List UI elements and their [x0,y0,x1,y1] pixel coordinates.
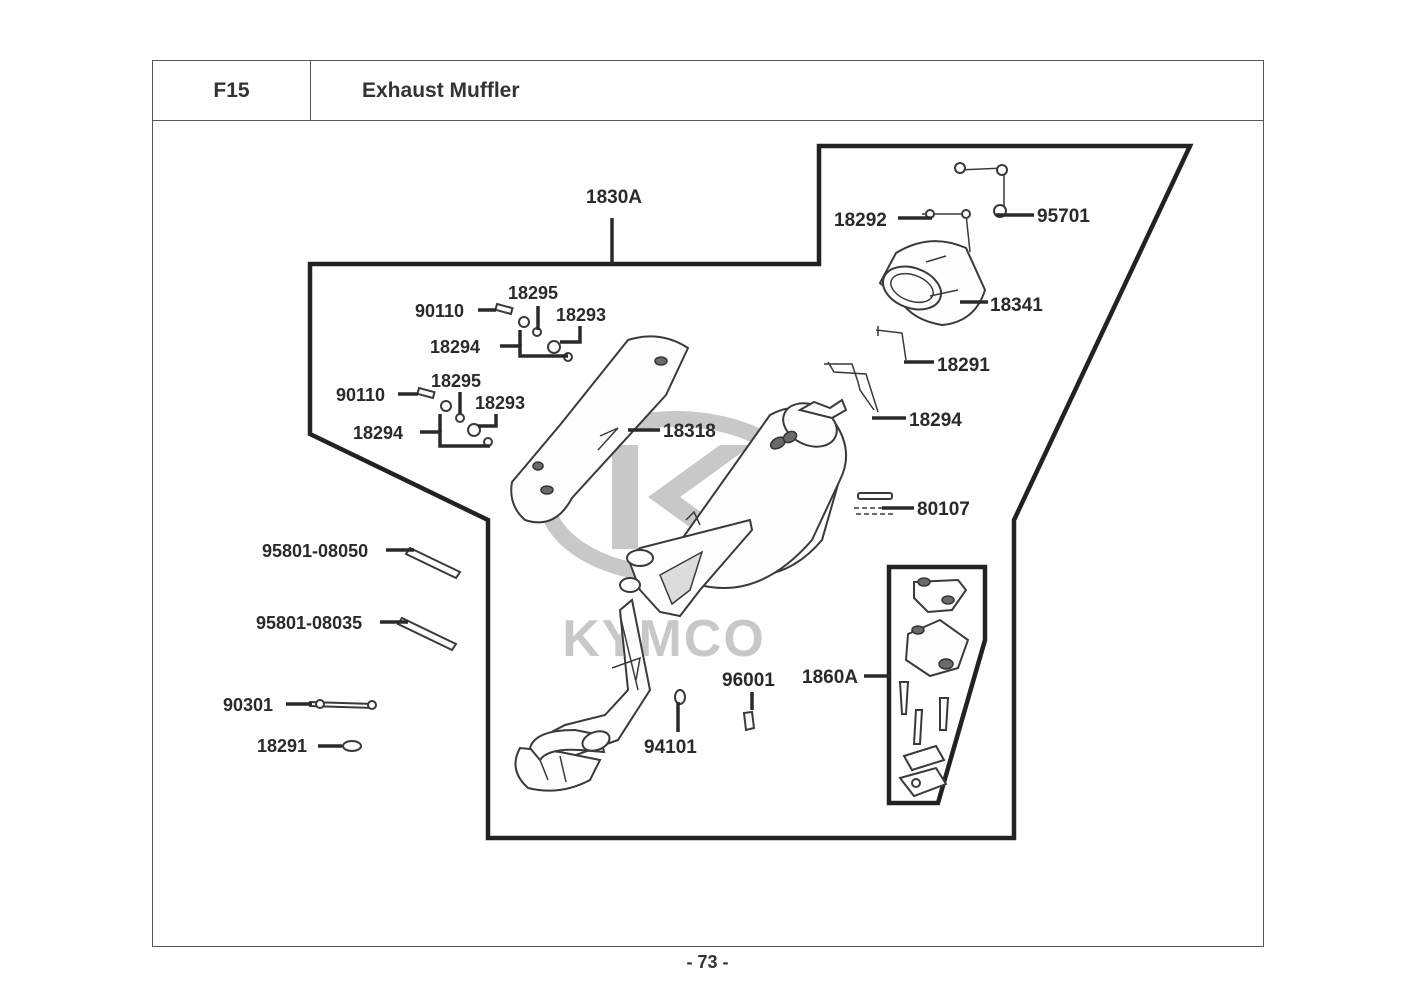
label-18293-a: 18293 [556,305,606,325]
leader-lines [286,213,1034,748]
label-18292: 18292 [834,210,887,231]
fasteners-lower-part [416,386,493,447]
page-number: - 73 - [686,952,729,972]
label-18295-b: 18295 [431,371,481,391]
section-code: F15 [153,61,311,121]
long-bolts-part [309,546,462,752]
gasket-kit-parts [898,577,970,798]
label-96001: 96001 [722,670,775,691]
label-90110-b: 90110 [336,385,385,405]
label-18291-top: 18291 [937,355,990,376]
label-90301: 90301 [223,695,273,715]
kit-outline-1860a [886,564,988,806]
callout-labels: 1830A 95701 18292 18341 18291 18294 9011… [223,187,1090,758]
label-1830a: 1830A [586,187,642,208]
label-94101: 94101 [644,737,697,758]
page-title: Exhaust Muffler [362,79,520,102]
heat-protector-part [878,240,987,327]
gasket-part [854,492,896,515]
label-18295-a: 18295 [508,283,558,303]
label-18318: 18318 [663,421,716,442]
label-18294-b: 18294 [353,423,403,443]
exhaust-pipe-part [514,598,652,792]
label-18293-b: 18293 [475,393,525,413]
label-18294-right: 18294 [909,410,962,431]
label-1860a: 1860A [802,667,858,688]
label-95801-08050: 95801-08050 [262,541,368,561]
bracket-part [922,162,1008,253]
mount-bracket-part [619,510,754,618]
label-18341: 18341 [990,295,1043,316]
band-clip-part [824,326,907,413]
label-95801-08035: 95801-08035 [256,613,362,633]
label-95701: 95701 [1037,206,1090,227]
label-80107: 80107 [917,499,970,520]
assembly-outline [307,143,1194,841]
watermark-brand: KYMCO [562,610,766,668]
label-18291-left: 18291 [257,736,307,756]
label-90110-a: 90110 [415,301,464,321]
header-row: F15 Exhaust Muffler [153,61,1263,121]
small-nut-part [674,689,756,732]
heat-shield-cover-part [510,335,690,524]
label-18294-a: 18294 [430,337,480,357]
fasteners-upper-part [494,302,573,362]
page-frame: F15 Exhaust Muffler [152,60,1264,947]
